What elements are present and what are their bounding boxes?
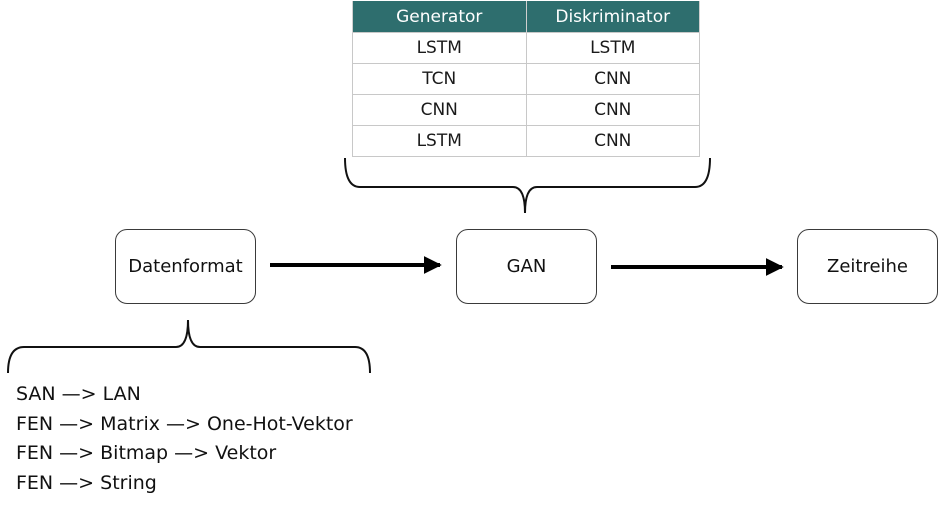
node-zeitreihe-label: Zeitreihe xyxy=(826,256,909,277)
table-row: LSTM CNN xyxy=(352,125,700,157)
cell-generator: TCN xyxy=(352,63,527,95)
list-item: FEN —> Bitmap —> Vektor xyxy=(16,442,277,464)
node-zeitreihe: Zeitreihe xyxy=(797,229,938,304)
cell-diskriminator: CNN xyxy=(525,94,700,126)
cell-generator: CNN xyxy=(352,94,527,126)
cell-generator: LSTM xyxy=(352,32,527,64)
node-gan: GAN xyxy=(456,229,597,304)
cell-diskriminator: LSTM xyxy=(525,32,700,64)
header-diskriminator: Diskriminator xyxy=(525,1,700,33)
list-item: FEN —> String xyxy=(16,471,157,494)
table-curly-brace xyxy=(344,157,711,214)
list-item: SAN —> LAN xyxy=(16,383,141,405)
node-datenformat-label: Datenformat xyxy=(128,256,243,277)
gan-architecture-table: Generator Diskriminator LSTM LSTM TCN CN… xyxy=(352,1,700,157)
node-datenformat: Datenformat xyxy=(115,229,256,304)
header-generator: Generator xyxy=(352,1,527,33)
list-item: FEN —> Matrix —> One-Hot-Vektor xyxy=(16,412,353,435)
cell-generator: LSTM xyxy=(352,125,527,157)
format-curly-brace xyxy=(7,319,371,374)
table-header-row: Generator Diskriminator xyxy=(352,1,700,33)
table-row: TCN CNN xyxy=(352,63,700,95)
cell-diskriminator: CNN xyxy=(525,125,700,157)
table-row: LSTM LSTM xyxy=(352,32,700,64)
node-gan-label: GAN xyxy=(506,256,547,277)
cell-diskriminator: CNN xyxy=(525,63,700,95)
format-conversion-list: SAN —> LAN FEN —> Matrix —> One-Hot-Vekt… xyxy=(16,380,353,498)
table-row: CNN CNN xyxy=(352,94,700,126)
